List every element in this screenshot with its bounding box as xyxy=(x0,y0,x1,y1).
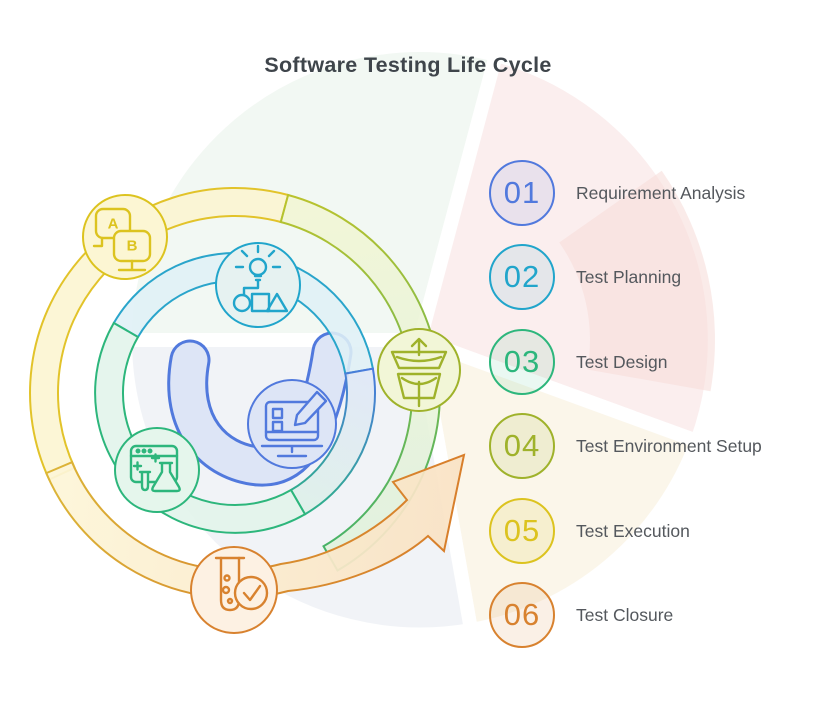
ab-letter-b: B xyxy=(127,238,138,255)
stage-label: Test Execution xyxy=(576,520,690,541)
stage-number: 03 xyxy=(503,344,541,379)
ab-letter-a: A xyxy=(108,216,119,233)
legend-item-requirement-analysis: 01 Requirement Analysis xyxy=(489,160,745,226)
legend-item-test-planning: 02 Test Planning xyxy=(489,244,681,310)
ab-test-monitors-icon: A B xyxy=(92,207,152,272)
stage-number: 01 xyxy=(503,175,541,210)
stage-number: 04 xyxy=(503,428,541,463)
monitor-pencil-icon xyxy=(260,390,328,458)
stage-node-requirement-analysis xyxy=(247,379,337,469)
page-title: Software Testing Life Cycle xyxy=(264,53,552,77)
legend: 01 Requirement Analysis 02 Test Planning… xyxy=(489,0,809,701)
stage-number-badge: 03 xyxy=(489,329,555,395)
stage-number: 05 xyxy=(503,513,541,548)
stage-number-badge: 01 xyxy=(489,160,555,226)
stage-number-badge: 04 xyxy=(489,413,555,479)
legend-item-test-execution: 05 Test Execution xyxy=(489,498,690,564)
stage-number-badge: 05 xyxy=(489,498,555,564)
stage-label: Test Closure xyxy=(576,604,674,625)
funnel-filter-icon xyxy=(390,337,448,408)
stage-label: Requirement Analysis xyxy=(576,182,746,203)
stage-number-badge: 02 xyxy=(489,244,555,310)
swirl-salmon-accent xyxy=(559,170,715,392)
legend-item-test-closure: 06 Test Closure xyxy=(489,582,673,648)
stage-node-test-design xyxy=(114,427,200,513)
lightbulb-flowchart-icon xyxy=(232,244,289,313)
browser-flask-icon xyxy=(129,444,181,493)
legend-item-test-environment-setup: 04 Test Environment Setup xyxy=(489,413,762,479)
stage-number: 02 xyxy=(503,259,541,294)
stage-number: 06 xyxy=(503,597,541,632)
stage-node-test-execution: A B xyxy=(82,194,168,280)
stage-number-badge: 06 xyxy=(489,582,555,648)
legend-item-test-design: 03 Test Design xyxy=(489,329,667,395)
stage-label: Test Planning xyxy=(576,266,682,287)
closure-arrow xyxy=(44,453,466,599)
stage-node-test-environment-setup xyxy=(377,328,461,412)
stage-label: Test Design xyxy=(576,351,668,372)
stage-label: Test Environment Setup xyxy=(576,435,762,456)
stage-node-test-planning xyxy=(215,242,301,328)
test-tube-check-icon xyxy=(214,556,269,612)
stage-node-test-closure xyxy=(190,546,278,634)
